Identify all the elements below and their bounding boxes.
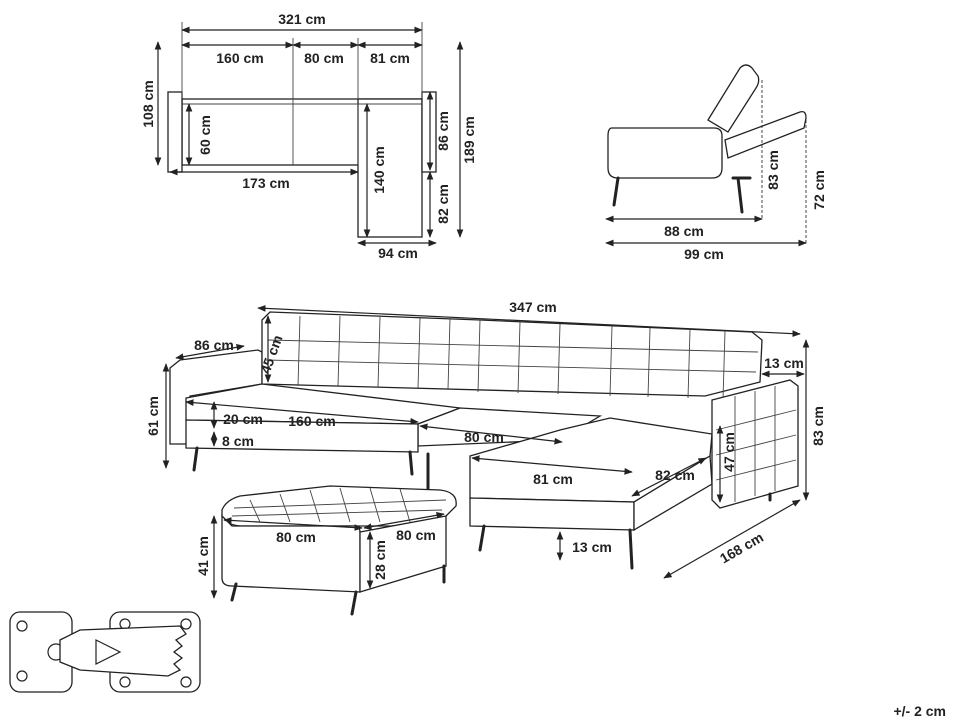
top-seg3-label: 81 cm (370, 50, 410, 66)
main-middle-width-label: 80 cm (464, 429, 504, 445)
main-seat-width-label: 160 cm (288, 413, 335, 429)
connector-clip (59, 625, 187, 677)
main-total-width-label: 347 cm (509, 299, 556, 315)
armrest-tufting (715, 386, 797, 502)
ottoman-cushion-label: 28 cm (372, 540, 388, 580)
top-seat-depth-label: 60 cm (197, 115, 213, 155)
top-view: 321 cm 160 cm 80 cm 81 cm 108 cm 60 cm 1… (140, 11, 477, 261)
screw-icon (180, 676, 192, 688)
screw-icon (180, 618, 192, 630)
main-chaise-width-label: 81 cm (533, 471, 573, 487)
connector-hardware-detail (9, 611, 201, 693)
main-armrest-depth-label: 86 cm (194, 337, 234, 353)
top-chaise-seat-label: 140 cm (371, 146, 387, 193)
top-view-armrest-right (421, 91, 437, 173)
side-height-reclined-label: 83 cm (765, 150, 781, 190)
top-seat-width-label: 173 cm (242, 175, 289, 191)
side-view: 83 cm 72 cm 88 cm 99 cm (605, 64, 827, 262)
ottoman-width-label: 80 cm (276, 529, 316, 545)
screw-icon (16, 620, 28, 632)
screw-icon (16, 670, 28, 682)
main-cushion-height-label: 20 cm (223, 411, 263, 427)
top-chaise-width-label: 94 cm (378, 245, 418, 261)
ottoman: 80 cm 80 cm 41 cm 28 cm (195, 485, 457, 616)
top-chaise-back-label: 86 cm (435, 111, 451, 151)
back-tufting (265, 315, 759, 400)
main-view: 347 cm 86 cm 45 cm 13 cm 61 cm 83 cm 20 … (145, 299, 826, 579)
main-arm-height-label: 47 cm (721, 432, 737, 472)
ottoman-front (221, 514, 361, 593)
main-chaise-leg-label: 13 cm (572, 539, 612, 555)
top-total-width-label: 321 cm (278, 11, 325, 27)
main-chaise-length-label: 82 cm (655, 467, 695, 483)
top-depth-label: 108 cm (140, 80, 156, 127)
ottoman-depth-label: 80 cm (396, 527, 436, 543)
top-chaise-depth-label: 82 cm (435, 184, 451, 224)
tolerance-note: +/- 2 cm (893, 703, 946, 719)
main-armrest-height-label: 61 cm (145, 396, 161, 436)
screw-icon (119, 676, 131, 688)
connector-arrow-icon (95, 639, 122, 665)
side-total-length-label: 99 cm (684, 246, 724, 262)
chaise-base (469, 497, 635, 531)
top-seg2-label: 80 cm (304, 50, 344, 66)
side-seat-length-label: 88 cm (664, 223, 704, 239)
main-total-height-label: 83 cm (810, 406, 826, 446)
main-leg-height-label: 8 cm (222, 433, 254, 449)
top-seg1-label: 160 cm (216, 50, 263, 66)
top-view-armrest (167, 91, 183, 173)
backrest (261, 311, 763, 397)
side-height-flat-label: 72 cm (811, 170, 827, 210)
top-total-length-label: 189 cm (461, 116, 477, 163)
side-view-reclined-back (724, 110, 807, 159)
side-view-seat (607, 127, 723, 179)
ottoman-height-label: 41 cm (195, 536, 211, 576)
main-armrest-width-label: 13 cm (764, 355, 804, 371)
side-view-backrest (707, 64, 760, 133)
main-chaise-total-length-label: 168 cm (717, 529, 766, 567)
